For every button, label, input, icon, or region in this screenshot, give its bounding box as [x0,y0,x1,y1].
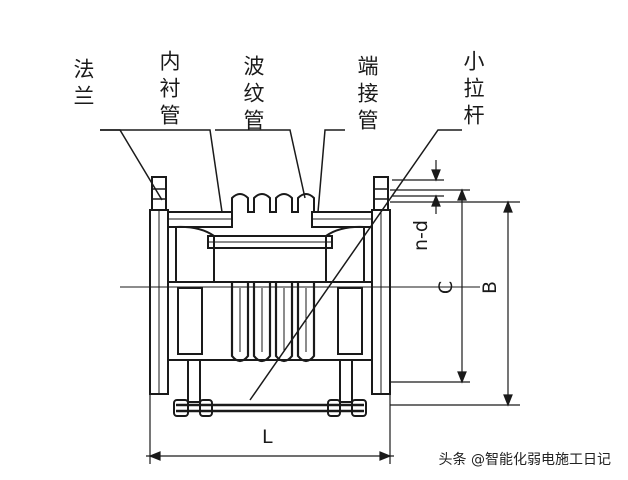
dim-outer-label: B [479,280,502,295]
label-end-pipe: 端接管 [355,55,379,136]
leader-end-pipe [317,129,345,213]
tie-rod [173,359,367,417]
bellows-middle [230,282,316,363]
left-flange [149,176,169,395]
leader-lines [100,129,462,401]
label-tie-rod: 小拉杆 [461,50,485,131]
dim-pitch-label: C [435,280,458,295]
leader-bellows [215,129,306,199]
label-bellows: 波纹管 [241,55,265,136]
right-flange [371,176,391,395]
lower-pipe [168,281,372,361]
watermark: 头条 @智能化弱电施工日记 [435,448,614,470]
leader-tie-rod [249,129,462,401]
label-inner-liner: 内衬管 [157,50,181,131]
label-flange: 法兰 [71,58,95,112]
dimension-lines [146,160,520,464]
dim-length-label: L [262,426,273,448]
bellows-top [231,193,315,213]
dim-holes-label: n-d [409,220,432,251]
leader-inner-liner [100,129,223,213]
end-pipes [167,211,373,282]
